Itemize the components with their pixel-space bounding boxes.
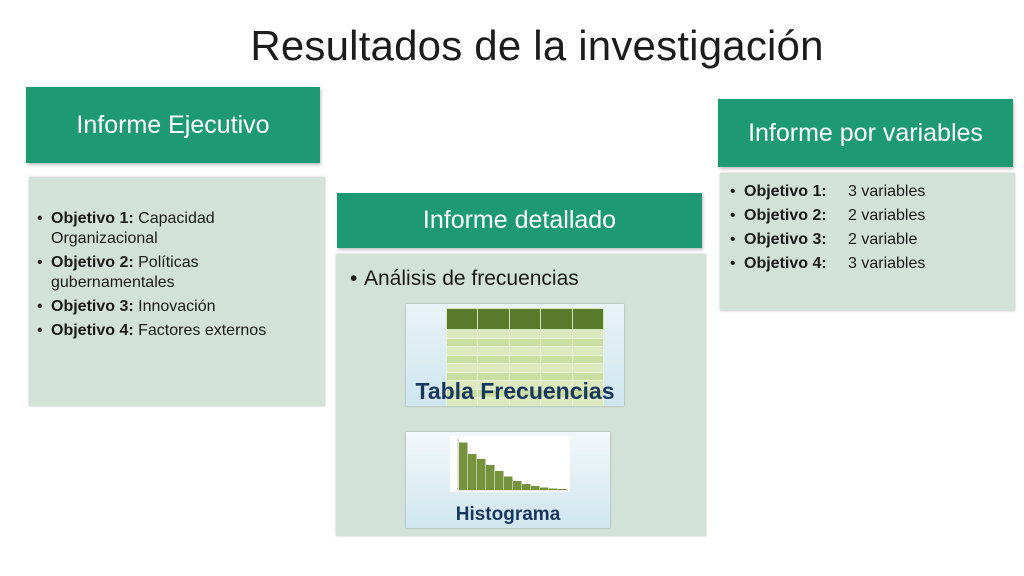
informe-detallado-panel: Análisis de frecuencias Tabla Frecuencia… [336, 254, 706, 536]
objective-label: Objetivo 2: [51, 254, 134, 271]
informe-variables-list: Objetivo 1: 3 variables Objetivo 2: 2 vari… [726, 182, 1006, 278]
histogram-bar [513, 481, 522, 490]
list-item: Objetivo 1: 3 variables [726, 182, 1006, 202]
list-item: Objetivo 4: Factores externos [33, 321, 313, 341]
histogram-image: Histograma [406, 432, 610, 528]
objective-value: 2 variables [848, 207, 926, 224]
list-item: Objetivo 3: Innovación [33, 297, 313, 317]
informe-variables-header: Informe por variables [718, 99, 1013, 167]
objective-value: Políticas gubernamentales [51, 254, 199, 291]
histogram-bar [549, 488, 558, 490]
objective-label: Objetivo 1: [51, 210, 134, 227]
slide-title: Resultados de la investigación [250, 22, 824, 69]
informe-ejecutivo-title: Informe Ejecutivo [76, 110, 270, 139]
objective-label: Objetivo 4: [51, 322, 134, 339]
list-item: Objetivo 2: Políticas gubernamentales [33, 253, 313, 293]
objective-label: Objetivo 2: [744, 207, 827, 224]
objective-value: 3 variables [848, 183, 926, 200]
informe-variables-title: Informe por variables [748, 118, 983, 147]
list-item: Objetivo 1: Capacidad Organizacional [33, 209, 313, 249]
objective-label: Objetivo 4: [744, 255, 827, 272]
histogram-bar [531, 486, 540, 490]
informe-detallado-title: Informe detallado [422, 206, 617, 234]
objective-label: Objetivo 1: [744, 183, 827, 200]
informe-variables-panel: Objetivo 1: 3 variables Objetivo 2: 2 vari… [720, 173, 1015, 311]
objective-label: Objetivo 3: [51, 298, 134, 315]
analysis-label: Análisis de frecuencias [364, 267, 579, 290]
histogram-caption: Histograma [455, 504, 561, 525]
list-item: Objetivo 4: 3 variables [726, 254, 1006, 274]
objective-value: Capacidad Organizacional [51, 210, 215, 247]
histogram-bar [504, 476, 513, 490]
histogram-bar [495, 471, 504, 490]
histogram-bar [468, 454, 477, 490]
informe-detallado-list: Análisis de frecuencias [346, 266, 686, 296]
histogram-bar [477, 459, 486, 490]
list-item: Objetivo 3: 2 variable [726, 230, 1006, 250]
objective-label: Objetivo 3: [744, 231, 827, 248]
informe-ejecutivo-list: Objetivo 1: Capacidad Organizacional Obj… [33, 209, 313, 345]
frequency-table [445, 308, 605, 406]
histogram-chart [450, 436, 570, 492]
objective-value: Innovación [133, 298, 216, 315]
objective-value: Factores externos [133, 322, 267, 339]
frequency-table-image: Tabla Frecuencias [406, 304, 624, 406]
list-item: Objetivo 2: 2 variables [726, 206, 1006, 226]
objective-value: 3 variables [848, 255, 926, 272]
histogram-bar [522, 484, 531, 490]
frequency-table-caption: Tabla Frecuencias [415, 378, 615, 404]
histogram-bars [459, 442, 567, 490]
histogram-bar [540, 487, 549, 490]
informe-detallado-header: Informe detallado [337, 193, 702, 248]
list-item: Análisis de frecuencias [346, 266, 686, 292]
objective-value: 2 variable [848, 231, 918, 248]
histogram-bar [459, 442, 468, 490]
informe-ejecutivo-panel: Objetivo 1: Capacidad Organizacional Obj… [29, 177, 325, 406]
histogram-bar [486, 465, 495, 490]
informe-ejecutivo-header: Informe Ejecutivo [26, 87, 320, 163]
histogram-bar [558, 489, 567, 490]
